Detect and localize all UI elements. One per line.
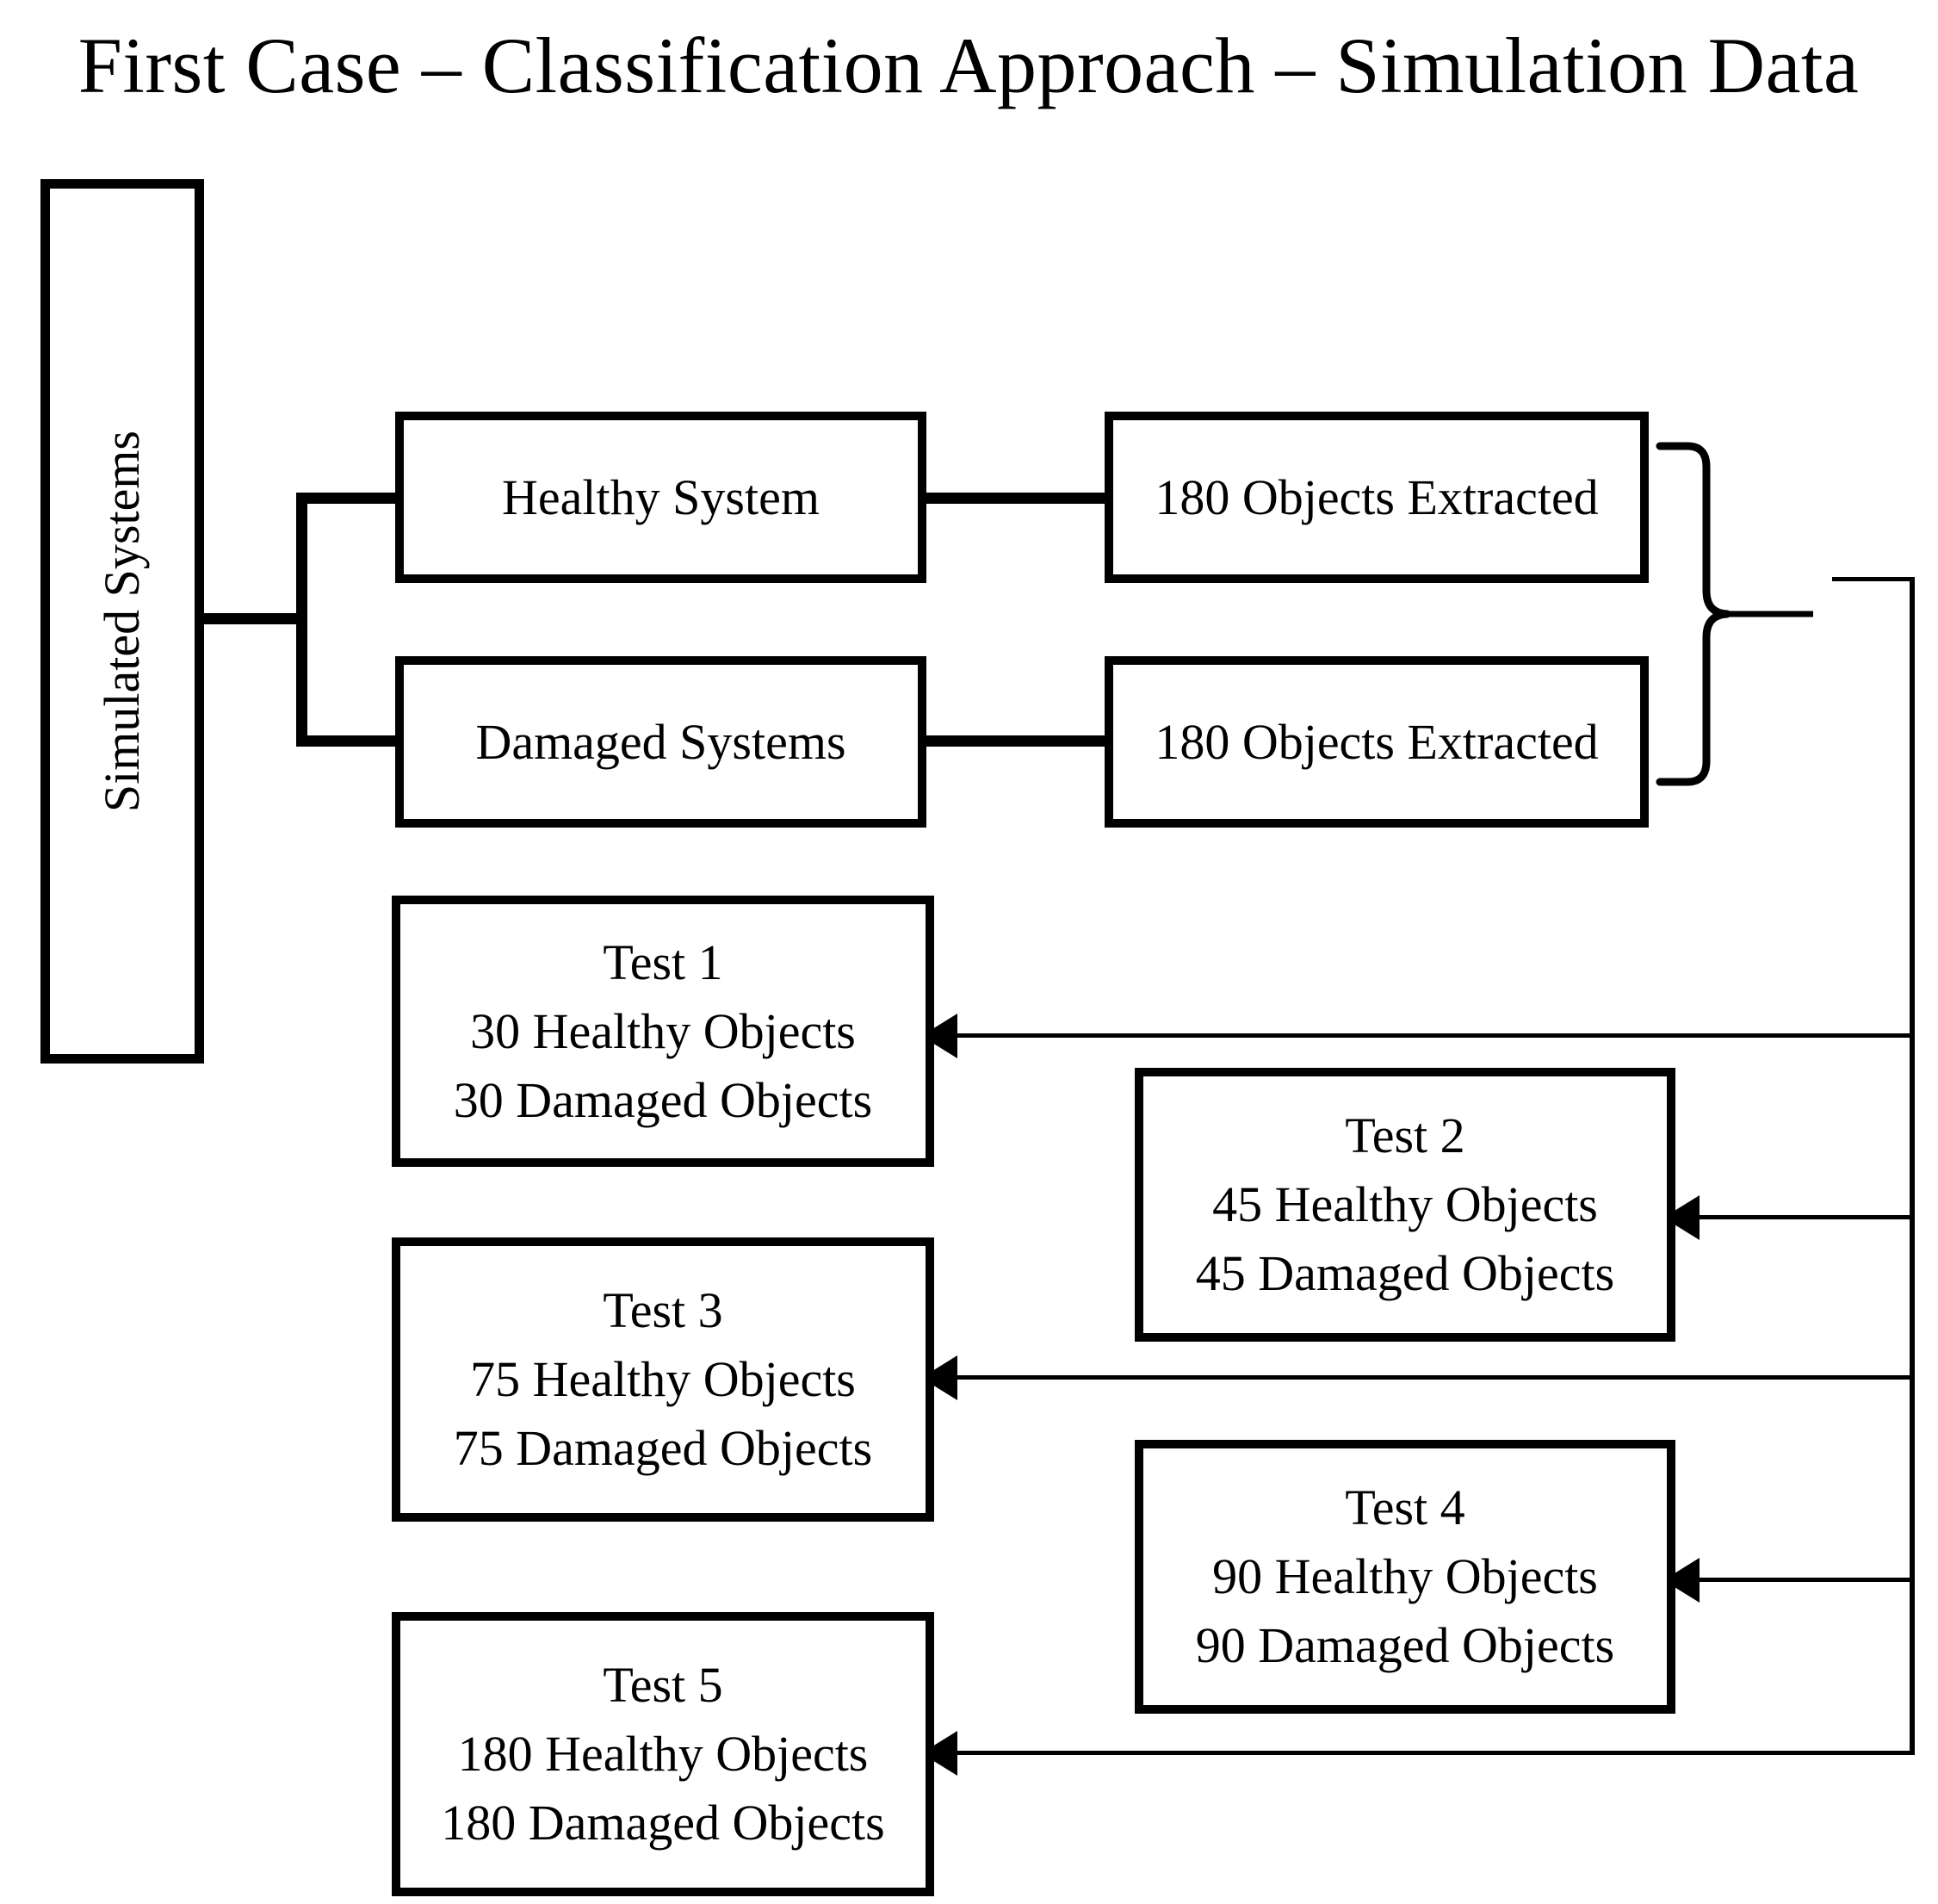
bus-top-segment (1832, 577, 1915, 581)
node-simulated-systems[interactable]: Simulated Systems (40, 179, 204, 1064)
node-objects-extracted-healthy-label: 180 Objects Extracted (1155, 468, 1599, 525)
bus-branch-test-5 (956, 1751, 1911, 1755)
bus-branch-test-3 (956, 1375, 1911, 1380)
node-test-1-title: Test 1 (603, 933, 723, 990)
connector-spine-to-damaged (296, 735, 399, 747)
node-test-3-damaged-count: 75 Damaged Objects (453, 1420, 873, 1476)
node-test-5-damaged-count: 180 Damaged Objects (441, 1795, 885, 1851)
node-objects-extracted-healthy[interactable]: 180 Objects Extracted (1105, 412, 1649, 583)
connector-healthy-to-objects (919, 493, 1111, 504)
node-test-3-healthy-count: 75 Healthy Objects (470, 1351, 856, 1407)
node-healthy-system[interactable]: Healthy System (395, 412, 926, 583)
node-objects-extracted-damaged[interactable]: 180 Objects Extracted (1105, 656, 1649, 828)
node-test-2[interactable]: Test 2 45 Healthy Objects 45 Damaged Obj… (1135, 1068, 1675, 1342)
node-test-5[interactable]: Test 5 180 Healthy Objects 180 Damaged O… (392, 1612, 934, 1896)
node-test-1-damaged-count: 30 Damaged Objects (453, 1071, 873, 1128)
connector-branch-spine (296, 493, 307, 747)
connector-spine-to-healthy (296, 493, 399, 504)
node-test-4-healthy-count: 90 Healthy Objects (1212, 1548, 1598, 1604)
node-objects-extracted-damaged-label: 180 Objects Extracted (1155, 713, 1599, 770)
node-test-3-title: Test 3 (603, 1282, 723, 1338)
node-healthy-system-label: Healthy System (502, 468, 820, 525)
node-test-2-damaged-count: 45 Damaged Objects (1195, 1245, 1615, 1301)
page-title: First Case – Classification Approach – S… (77, 22, 1860, 109)
node-test-1-healthy-count: 30 Healthy Objects (470, 1002, 856, 1059)
right-curly-brace-icon (1656, 442, 1813, 786)
node-test-5-healthy-count: 180 Healthy Objects (457, 1726, 869, 1782)
node-damaged-systems-label: Damaged Systems (475, 713, 846, 770)
bus-branch-test-1 (956, 1033, 1911, 1038)
node-test-4-title: Test 4 (1345, 1479, 1465, 1535)
node-damaged-systems[interactable]: Damaged Systems (395, 656, 926, 828)
node-test-2-healthy-count: 45 Healthy Objects (1212, 1176, 1598, 1232)
node-test-2-title: Test 2 (1345, 1107, 1465, 1163)
connector-damaged-to-objects (919, 735, 1111, 747)
bus-branch-test-4 (1698, 1578, 1911, 1582)
node-test-4[interactable]: Test 4 90 Healthy Objects 90 Damaged Obj… (1135, 1440, 1675, 1714)
node-test-4-damaged-count: 90 Damaged Objects (1195, 1617, 1615, 1673)
connector-source-to-spine (200, 613, 307, 624)
bus-branch-test-2 (1698, 1215, 1911, 1219)
node-test-3[interactable]: Test 3 75 Healthy Objects 75 Damaged Obj… (392, 1237, 934, 1522)
distribution-bus-line (1910, 577, 1915, 1755)
node-test-1[interactable]: Test 1 30 Healthy Objects 30 Damaged Obj… (392, 896, 934, 1167)
node-test-5-title: Test 5 (603, 1657, 723, 1713)
node-simulated-systems-label: Simulated Systems (94, 430, 150, 813)
